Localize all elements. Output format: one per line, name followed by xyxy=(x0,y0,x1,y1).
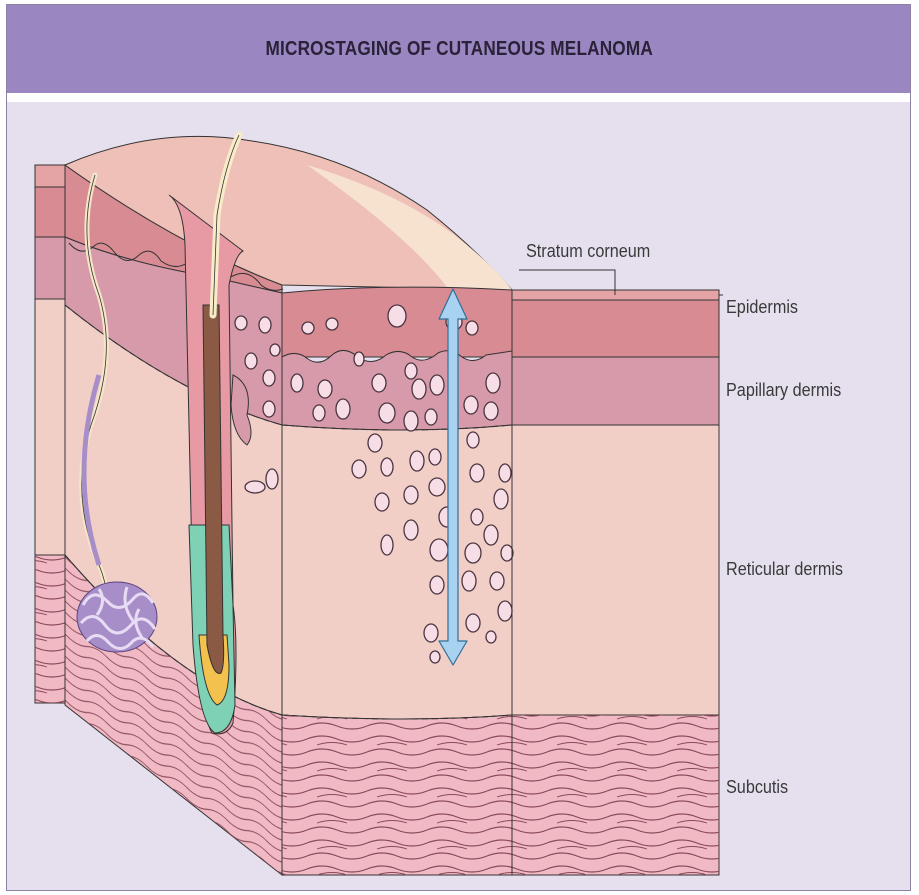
label-epidermis: Epidermis xyxy=(726,297,798,318)
label-papillary-dermis: Papillary dermis xyxy=(726,380,841,401)
left-slab xyxy=(35,165,65,703)
front-block xyxy=(282,287,512,875)
skin-cross-section xyxy=(7,5,911,891)
layer-key-block xyxy=(512,270,723,875)
label-subcutis: Subcutis xyxy=(726,777,788,798)
label-stratum-corneum: Stratum corneum xyxy=(526,241,650,262)
label-reticular-dermis: Reticular dermis xyxy=(726,559,843,580)
diagram-frame: MICROSTAGING OF CUTANEOUS MELANOMA xyxy=(6,4,911,891)
